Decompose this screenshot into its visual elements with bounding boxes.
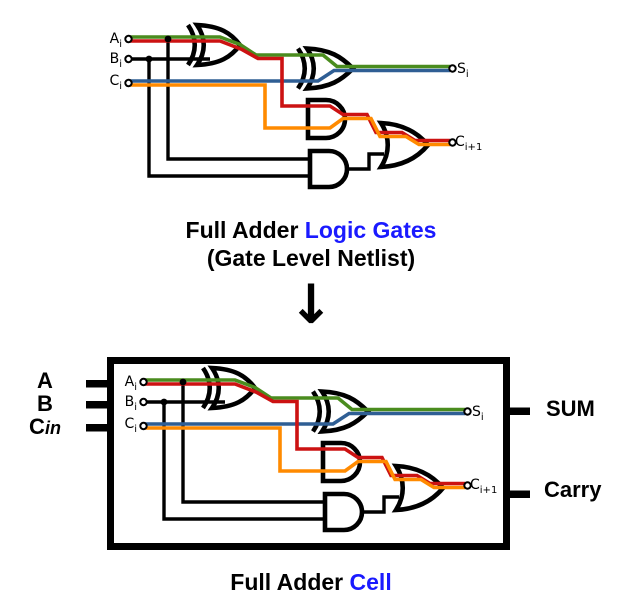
port-label-cout-cell: Ci+1 xyxy=(470,477,498,496)
pin-a xyxy=(86,380,110,388)
caption-top-line2: (Gate Level Netlist) xyxy=(206,245,416,271)
cell-input-label-a: A xyxy=(37,368,53,393)
caption-top-blue: Logic Gates xyxy=(304,217,437,243)
caption-bottom-blue: Cell xyxy=(349,569,392,595)
caption-top-black: Full Adder xyxy=(185,217,305,243)
cell-inner-circuit xyxy=(140,368,470,530)
cell-boundary-box xyxy=(107,357,510,550)
caption-top-line1: Full Adder Logic Gates xyxy=(0,216,622,244)
port-label-b-top: Bi xyxy=(109,51,122,70)
pin-b xyxy=(86,401,110,409)
cell-output-label-carry: Carry xyxy=(544,477,602,502)
caption-bottom-black: Full Adder xyxy=(230,569,350,595)
cell-input-label-b: B xyxy=(37,391,53,416)
port-label-cout-top: Ci+1 xyxy=(455,134,483,153)
cell-input-label-cin: Cin xyxy=(29,414,61,439)
port-label-a-top: Ai xyxy=(109,31,122,50)
pin-carry xyxy=(506,490,530,498)
port-label-c-cell: Ci xyxy=(124,416,137,435)
down-arrow-icon: ↓ xyxy=(288,273,334,336)
pin-cin xyxy=(86,424,110,432)
gate-level-circuit xyxy=(125,25,455,187)
port-label-b-cell: Bi xyxy=(124,394,137,413)
port-label-a-cell: Ai xyxy=(124,374,137,393)
port-label-c-top: Ci xyxy=(109,73,122,92)
pin-sum xyxy=(506,407,530,415)
port-label-s-top: Si xyxy=(457,61,469,80)
port-label-s-cell: Si xyxy=(472,404,484,423)
cell-output-label-sum: SUM xyxy=(546,396,595,421)
caption-bottom: Full Adder Cell xyxy=(0,568,622,596)
